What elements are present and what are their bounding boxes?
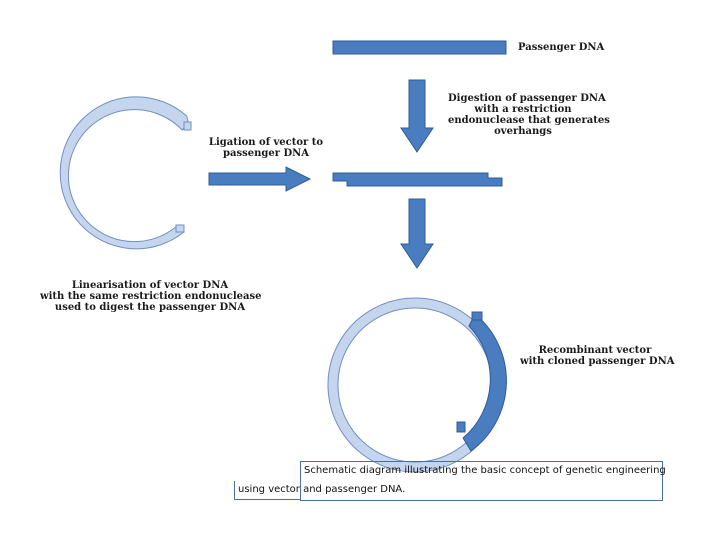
right-arrow-ligation — [208, 166, 312, 192]
ligation-line-2: passenger DNA — [222, 148, 310, 159]
caption-box: Schematic diagram illustrating the basic… — [234, 461, 666, 501]
digestion-line-1: Digestion of passenger DNA — [448, 93, 606, 104]
insert-junction-top — [471, 311, 483, 321]
vector-overhang-top — [183, 121, 192, 131]
recombinant-label: Recombinant vector with cloned passenger… — [520, 345, 675, 367]
insert-junction-bottom — [456, 421, 466, 433]
digestion-line-4: overhangs — [494, 126, 552, 137]
linearisation-line-2: with the same restriction endonuclease — [40, 291, 262, 302]
ligation-line-1: Ligation of vector to — [208, 137, 324, 148]
linearisation-label: Linearisation of vector DNA with the sam… — [40, 280, 262, 313]
caption-frame-tail — [234, 481, 301, 500]
passenger-dna-text: Passenger DNA — [518, 42, 605, 53]
inserted-passenger-dna-segment — [462, 313, 507, 452]
linearisation-line-1: Linearisation of vector DNA — [71, 280, 229, 291]
digestion-line-3: endonuclease that generates — [448, 115, 610, 126]
recombinant-line-1: Recombinant vector — [538, 345, 652, 356]
digestion-label: Digestion of passenger DNA with a restri… — [448, 93, 610, 137]
recombinant-line-2: with cloned passenger DNA — [520, 356, 675, 367]
passenger-dna-label: Passenger DNA — [518, 42, 604, 53]
down-arrow-digestion — [400, 79, 434, 153]
caption-line-2: using vector and passenger DNA. — [238, 484, 406, 495]
digested-passenger-dna — [332, 172, 503, 187]
linearisation-line-3: used to digest the passenger DNA — [54, 302, 246, 313]
passenger-dna-bar — [332, 40, 507, 55]
caption-line-1: Schematic diagram illustrating the basic… — [304, 465, 666, 476]
digestion-line-2: with a restriction — [474, 104, 572, 115]
vector-overhang-bottom — [175, 224, 185, 233]
linearised-vector-ring — [59, 96, 190, 250]
ligation-label: Ligation of vector to passenger DNA — [206, 137, 326, 159]
caption-frame — [300, 461, 663, 501]
down-arrow-recombinant — [400, 198, 434, 269]
